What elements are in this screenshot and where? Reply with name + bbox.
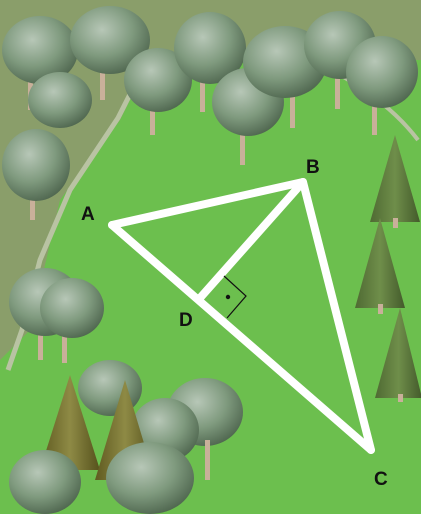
point-label-a: A xyxy=(81,204,95,225)
tree-cluster-top xyxy=(2,6,418,220)
tree-cluster-bottom xyxy=(9,360,243,514)
point-label-b: B xyxy=(306,157,320,178)
segment-bd xyxy=(196,178,307,302)
point-label-d: D xyxy=(179,310,193,331)
top-ground xyxy=(0,0,421,360)
grass-edge-path xyxy=(5,53,153,371)
conifer-row-right xyxy=(355,135,421,402)
point-label-c: C xyxy=(374,469,388,490)
segment-ac xyxy=(108,221,375,454)
segment-bc xyxy=(299,178,375,454)
right-angle-marker xyxy=(223,275,247,319)
path-triangle xyxy=(108,178,375,454)
tree-cluster-left xyxy=(9,268,104,363)
right-angle-dot xyxy=(225,294,231,300)
segment-ab xyxy=(108,178,307,229)
